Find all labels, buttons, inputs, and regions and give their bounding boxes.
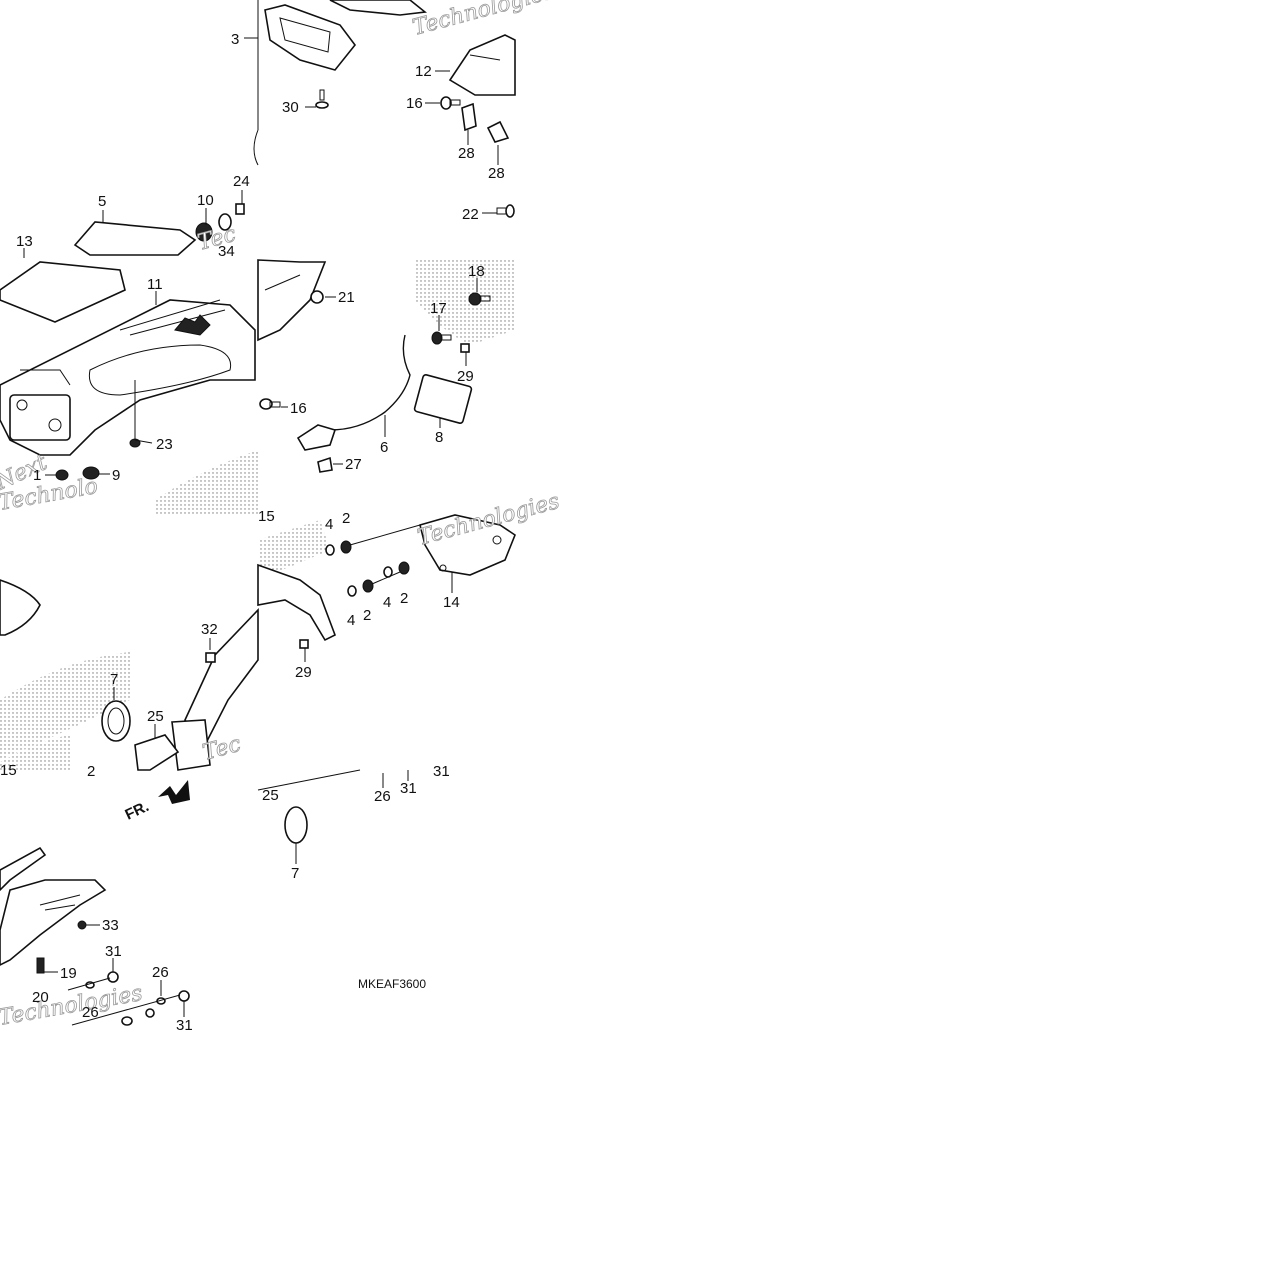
callout-label: 13 bbox=[16, 233, 33, 250]
tail-lamp-lens bbox=[264, 0, 427, 71]
screw-30 bbox=[315, 89, 329, 109]
callout-label: 11 bbox=[147, 276, 163, 293]
grommets-1-9-23 bbox=[55, 438, 141, 481]
callout-label: 8 bbox=[435, 429, 443, 446]
fender-edge bbox=[253, 129, 259, 166]
callout-label: 22 bbox=[462, 206, 479, 223]
nut-29a bbox=[460, 343, 470, 353]
callout-labels: 3 30 12 16 28 28 22 24 5 10 34 13 11 23 … bbox=[0, 31, 505, 1034]
callout-label: 15 bbox=[0, 762, 17, 779]
callout-label: 2 bbox=[342, 510, 350, 527]
callout-label: 5 bbox=[98, 193, 106, 210]
callout-label: 14 bbox=[443, 594, 460, 611]
seat-plate bbox=[0, 261, 126, 323]
callout-label: 25 bbox=[147, 708, 164, 725]
callout-label: 4 bbox=[383, 594, 391, 611]
callout-label: 9 bbox=[112, 467, 120, 484]
callout-label: 28 bbox=[458, 145, 475, 162]
callout-label: 10 bbox=[197, 192, 214, 209]
stipple-shading bbox=[0, 258, 515, 770]
rear-mudguard-partial bbox=[0, 579, 41, 636]
callout-label: 17 bbox=[430, 300, 447, 317]
rear-fender-assembly bbox=[0, 299, 256, 456]
callout-label: 29 bbox=[457, 368, 474, 385]
callout-label: 31 bbox=[105, 943, 122, 960]
callout-label: 27 bbox=[345, 456, 362, 473]
callout-label: 25 bbox=[262, 787, 279, 804]
callout-label: 34 bbox=[218, 243, 235, 260]
callout-label: 20 bbox=[32, 989, 49, 1006]
watermarks: Technologies Tec Next Technolo Technolog… bbox=[0, 0, 563, 1031]
sub-frame bbox=[0, 846, 107, 966]
callout-label: 19 bbox=[60, 965, 77, 982]
callout-label: 28 bbox=[488, 165, 505, 182]
callout-label: 2 bbox=[87, 763, 95, 780]
nut-29b bbox=[299, 639, 309, 649]
callout-label: 26 bbox=[82, 1004, 99, 1021]
nut-32 bbox=[205, 652, 216, 663]
callout-label: 3 bbox=[231, 31, 239, 48]
callout-label: 15 bbox=[258, 508, 275, 525]
front-direction-label: FR. bbox=[123, 798, 152, 824]
stay-plate bbox=[134, 734, 180, 771]
license-bracket-14 bbox=[257, 514, 516, 642]
callout-label: 1 bbox=[33, 467, 41, 484]
callout-label: 31 bbox=[176, 1017, 193, 1034]
clip-27 bbox=[317, 456, 333, 473]
callout-label: 7 bbox=[291, 865, 299, 882]
leader-lines bbox=[23, 37, 499, 1017]
callout-label: 32 bbox=[201, 621, 218, 638]
diagram-code: MKEAF3600 bbox=[358, 977, 426, 991]
callout-label: 12 bbox=[415, 63, 432, 80]
callout-label: 29 bbox=[295, 664, 312, 681]
bolt-21 bbox=[310, 290, 324, 304]
rear-cover-12 bbox=[448, 34, 516, 96]
grommet-7b bbox=[284, 806, 308, 844]
callout-label: 4 bbox=[325, 516, 333, 533]
callout-label: 21 bbox=[338, 289, 355, 306]
bolt-22 bbox=[496, 204, 515, 218]
grommet-7a bbox=[101, 700, 131, 742]
callout-label: 24 bbox=[233, 173, 250, 190]
callout-label: 7 bbox=[110, 671, 118, 688]
nut-24 bbox=[235, 203, 245, 215]
callout-label: 16 bbox=[290, 400, 307, 417]
washers-and-collars bbox=[325, 524, 421, 597]
callout-label: 18 bbox=[468, 263, 485, 280]
bolt-16b bbox=[259, 398, 281, 410]
watermark-text: Technologies bbox=[410, 0, 557, 41]
reflector-8 bbox=[413, 374, 473, 424]
callout-label: 6 bbox=[380, 439, 388, 456]
washer-10 bbox=[195, 213, 232, 242]
callout-label: 4 bbox=[347, 612, 355, 629]
rear-panel-5 bbox=[73, 221, 197, 256]
leader-top-line bbox=[257, 769, 361, 791]
callout-label: 31 bbox=[433, 763, 450, 780]
clips-28 bbox=[461, 102, 510, 143]
callout-label: 16 bbox=[406, 95, 423, 112]
bolt-17 bbox=[431, 331, 452, 345]
callout-label: 30 bbox=[282, 99, 299, 116]
callout-label: 33 bbox=[102, 917, 119, 934]
callout-label: 2 bbox=[400, 590, 408, 607]
fr-arrow bbox=[158, 780, 190, 804]
bolt-18 bbox=[468, 292, 491, 306]
rear-frame-top bbox=[257, 259, 327, 342]
callout-label: 23 bbox=[156, 436, 173, 453]
callout-label: 2 bbox=[363, 607, 371, 624]
callout-label: 31 bbox=[400, 780, 417, 797]
callout-label: 26 bbox=[152, 964, 169, 981]
license-lamp-wire-6 bbox=[296, 334, 411, 451]
bolt-16a bbox=[440, 96, 461, 110]
callout-label: 26 bbox=[374, 788, 391, 805]
